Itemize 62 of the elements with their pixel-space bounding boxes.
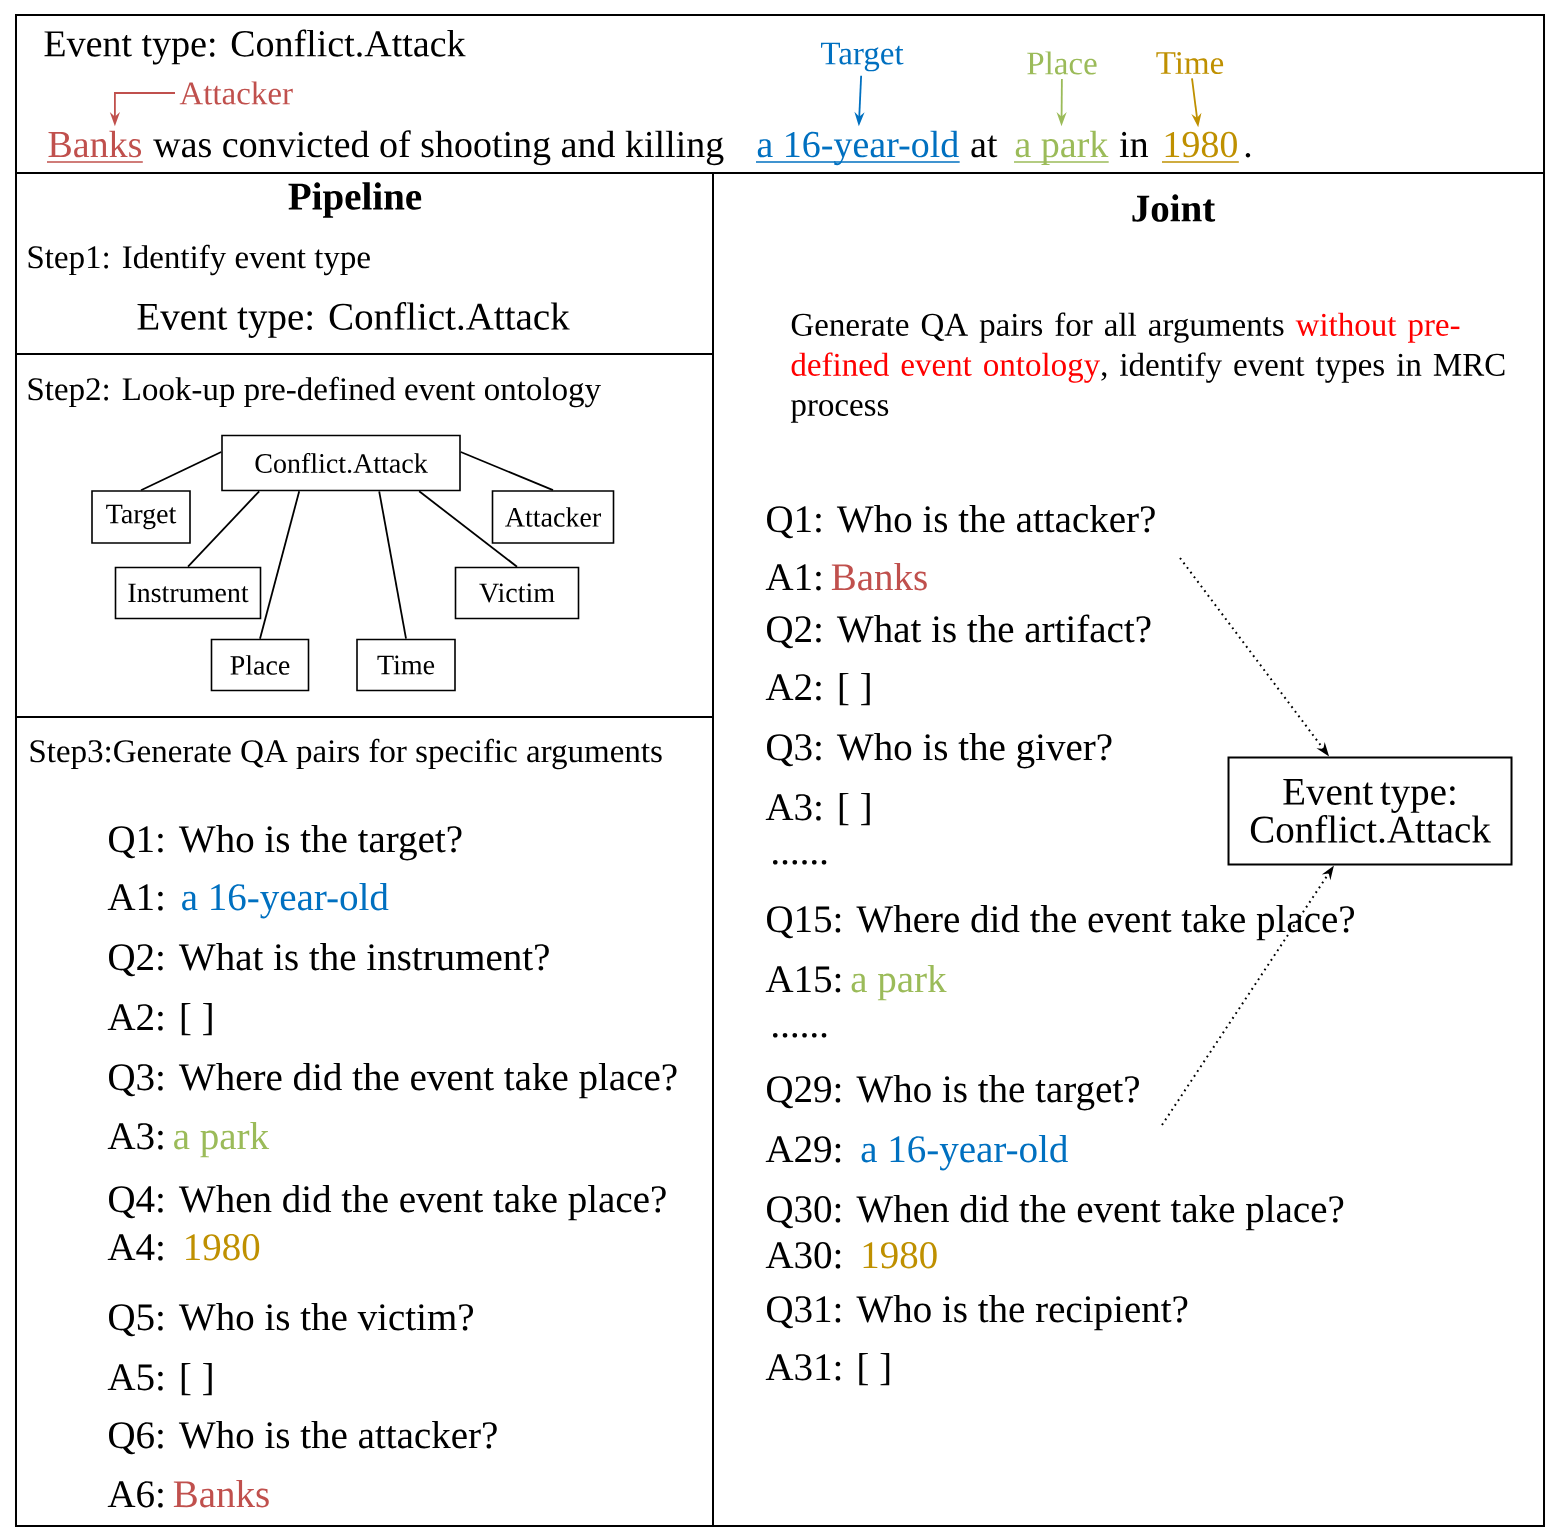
- ellipsis: ......: [773, 1032, 827, 1038]
- ontology-box: Conflict.Attack: [221, 434, 461, 492]
- qa-text: Q3: Who is the giver?: [767, 732, 1112, 769]
- qa-text: A29:: [765, 1136, 841, 1163]
- qa-text: Q2: What is the instrument?: [109, 942, 549, 977]
- qa-text: Q31: Who is the recipient?: [767, 1294, 1188, 1331]
- event-type-box: Event type: Conflict.Attack: [1227, 756, 1513, 866]
- qa-text: A3:: [107, 1123, 163, 1150]
- qa-text: Q5: Who is the victim?: [109, 1302, 473, 1337]
- ontology-box: Target: [91, 490, 191, 544]
- qa-text: A31: [ ]: [765, 1352, 890, 1386]
- qa-text: Q1: Who is the attacker?: [767, 504, 1155, 539]
- qa-text: A15:: [765, 966, 841, 993]
- answer-text: a 16-year-old: [861, 1134, 1068, 1171]
- qa-text: Q4: When did the event take place?: [109, 1184, 666, 1221]
- role-label: Target: [821, 42, 904, 72]
- qa-text: Q1: Who is the target?: [109, 824, 462, 861]
- qa-text: A2: [ ]: [765, 672, 870, 706]
- connector-line: [259, 490, 301, 640]
- ontology-box: Attacker: [491, 490, 615, 544]
- qa-text: A4:: [107, 1234, 163, 1261]
- connector-line: [378, 490, 407, 640]
- qa-text: Q2: What is the artifact?: [767, 614, 1151, 649]
- role-label: Time: [1156, 51, 1224, 75]
- answer-text: Banks: [173, 1479, 269, 1508]
- connector-line: [459, 451, 554, 492]
- sentence-text: at: [971, 135, 998, 158]
- qa-text: Q6: Who is the attacker?: [109, 1420, 497, 1455]
- answer-text: a park: [174, 1121, 270, 1158]
- qa-text: A5: [ ]: [107, 1362, 212, 1396]
- connector-line: [140, 451, 223, 492]
- sentence-text: was convicted of shooting and killing: [153, 130, 724, 166]
- connector-line: [418, 490, 518, 568]
- answer-text: 1980: [863, 1242, 937, 1269]
- qa-text: A6:: [107, 1481, 163, 1508]
- qa-text: A1:: [765, 564, 821, 591]
- underlined-word: 1980: [1161, 131, 1240, 163]
- qa-text: A1:: [107, 884, 163, 911]
- ontology-box: Place: [210, 638, 310, 692]
- qa-text: Q3: Where did the event take place?: [109, 1062, 677, 1099]
- section-text: Step1: Identify event type Event type: Conflict.Attack: [28, 244, 570, 338]
- qa-text: A2: [ ]: [107, 1002, 212, 1036]
- qa-text: A3: [ ]: [765, 792, 870, 826]
- underlined-word: Banks: [46, 130, 144, 163]
- answer-text: 1980: [186, 1234, 260, 1261]
- role-label: Attacker: [179, 81, 293, 105]
- qa-text: Q29: Who is the target?: [767, 1074, 1139, 1111]
- underlined-word: a 16-year-old: [755, 130, 961, 166]
- qa-text: Q15: Where did the event take place?: [767, 904, 1355, 941]
- connector-line: [187, 490, 261, 568]
- ontology-box: Victim: [454, 566, 580, 620]
- qa-text: Q30: When did the event take place?: [767, 1194, 1344, 1231]
- ontology-box: Instrument: [114, 566, 262, 620]
- sentence-text: in: [1119, 131, 1149, 157]
- ontology-box: Time: [356, 638, 456, 692]
- answer-text: a park: [851, 964, 947, 1001]
- answer-text: a 16-year-old: [182, 882, 389, 919]
- qa-text: A30:: [765, 1242, 841, 1269]
- ellipsis: ......: [773, 859, 827, 865]
- answer-text: Banks: [831, 562, 927, 591]
- underlined-word: a park: [1013, 130, 1110, 166]
- role-label: Place: [1027, 51, 1097, 75]
